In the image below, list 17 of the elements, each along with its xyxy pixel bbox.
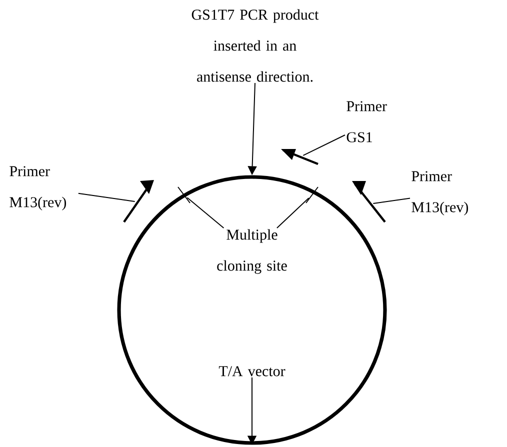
label-text: Primer GS1 — [346, 101, 387, 142]
plasmid-circle — [117, 175, 387, 445]
leader-line — [372, 198, 410, 204]
label-text: T/A vector — [218, 366, 286, 376]
leader-line — [302, 134, 346, 156]
tick-mark — [306, 186, 318, 204]
leader-line — [78, 192, 136, 202]
primer-drawing — [352, 181, 386, 223]
primer-drawing — [123, 180, 154, 223]
label-text: GS1T7 PCR product inserted in an antisense direction. — [192, 9, 319, 82]
primer-drawing — [281, 148, 318, 166]
label-text: Multiple cloning site — [217, 229, 287, 274]
leader-line — [186, 197, 224, 228]
label-text: Primer M13(rev) — [10, 166, 66, 210]
tick-mark — [178, 186, 190, 204]
leader-line — [276, 198, 310, 228]
label-text: Primer M13(rev) — [412, 171, 468, 216]
